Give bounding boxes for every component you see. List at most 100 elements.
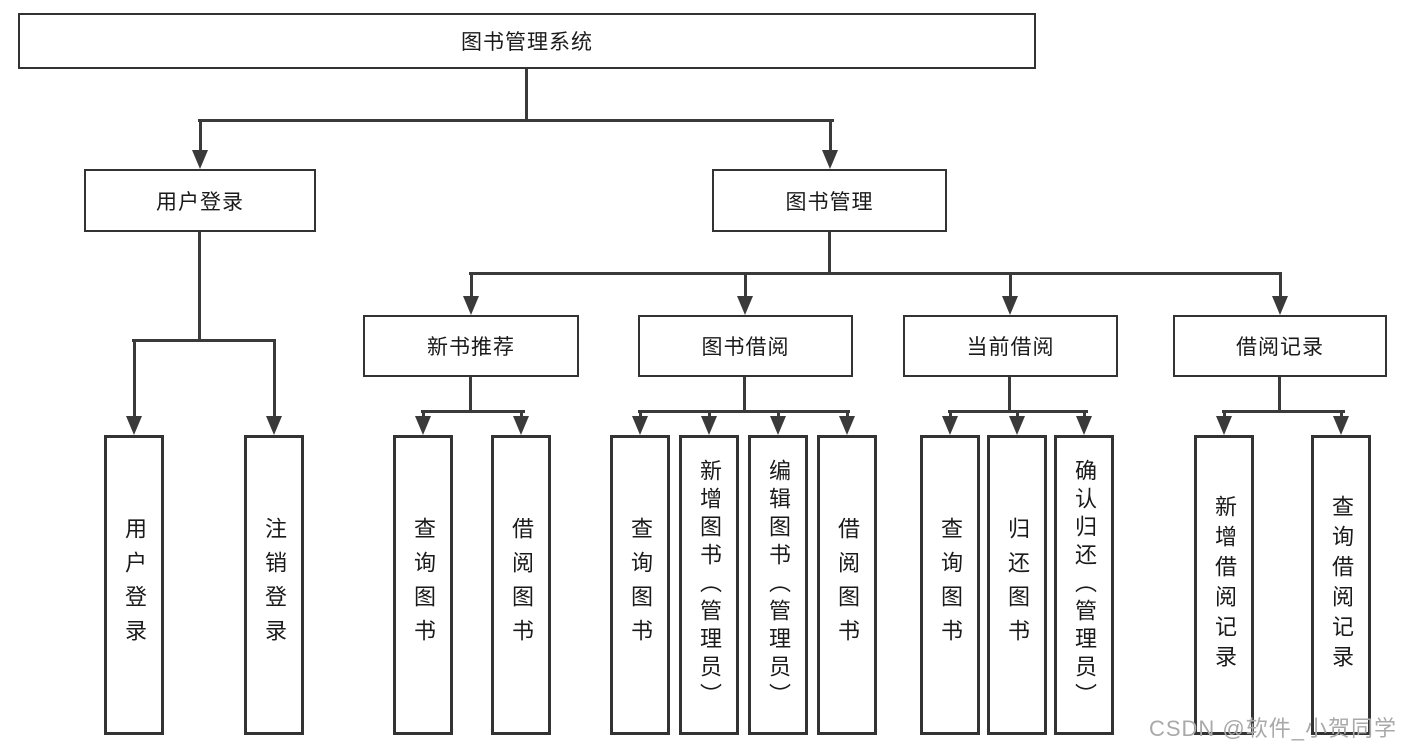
node-user-login: 用户登录	[84, 169, 316, 232]
connector-book-management-trunk	[828, 232, 831, 275]
arrow-down-icon	[1333, 410, 1349, 435]
arrow-stem	[519, 410, 523, 418]
arrow-down-icon	[737, 272, 753, 315]
connector-book-borrowing-splitter	[638, 410, 850, 413]
arrow-down-icon	[822, 119, 838, 169]
arrow-head	[1272, 296, 1288, 315]
node-label: 归还图书	[1005, 517, 1030, 653]
arrow-down-icon	[266, 339, 282, 435]
node-label: 用户登录	[122, 517, 147, 653]
arrow-stem	[1278, 272, 1282, 298]
arrow-down-icon	[942, 410, 958, 435]
arrow-head	[463, 296, 479, 315]
node-label: 确认归还（管理员）	[1072, 459, 1097, 711]
node-leaf-query-books-newbooks: 查询图书	[393, 435, 453, 735]
node-label: 借阅图书	[835, 517, 860, 653]
node-label: 编辑图书（管理员）	[766, 459, 791, 711]
connector-book-management-splitter	[469, 272, 1282, 275]
node-label: 新增借阅记录	[1212, 495, 1237, 675]
connector-root-trunk	[525, 69, 528, 122]
node-leaf-logout: 注销登录	[244, 435, 304, 735]
node-leaf-query-books-borrowing: 查询图书	[610, 435, 670, 735]
connector-borrowing-records-trunk	[1278, 377, 1281, 413]
arrow-head	[1009, 416, 1025, 435]
node-label: 当前借阅	[966, 336, 1055, 359]
node-label: 图书管理	[785, 190, 874, 214]
arrow-head	[266, 416, 282, 435]
node-library-management-system: 图书管理系统	[18, 13, 1036, 69]
arrow-head	[1216, 416, 1232, 435]
csdn-watermark: CSDN @软件_小贺同学	[1148, 716, 1397, 741]
arrow-head	[192, 150, 208, 169]
node-label: 注销登录	[262, 517, 287, 653]
arrow-stem	[469, 272, 473, 298]
node-leaf-add-books-admin: 新增图书（管理员）	[679, 435, 739, 735]
arrow-head	[737, 296, 753, 315]
arrow-down-icon	[126, 339, 142, 435]
arrow-down-icon	[513, 410, 529, 435]
arrow-down-icon	[1216, 410, 1232, 435]
arrow-stem	[198, 119, 202, 152]
arrow-stem	[828, 119, 832, 152]
node-label: 借阅记录	[1236, 336, 1324, 359]
connector-current-borrowing-trunk	[1008, 377, 1011, 413]
node-leaf-add-borrowing-record: 新增借阅记录	[1194, 435, 1254, 735]
arrow-down-icon	[839, 410, 855, 435]
arrow-down-icon	[1009, 410, 1025, 435]
arrow-head	[1333, 416, 1349, 435]
node-current-borrowing: 当前借阅	[903, 315, 1118, 377]
node-book-management: 图书管理	[712, 169, 947, 232]
arrow-head	[701, 416, 717, 435]
node-leaf-query-books-current: 查询图书	[920, 435, 980, 735]
node-leaf-query-borrowing-record: 查询借阅记录	[1311, 435, 1371, 735]
arrow-stem	[948, 410, 952, 418]
connector-user-login-trunk	[198, 232, 201, 342]
arrow-stem	[845, 410, 849, 418]
arrow-stem	[743, 272, 747, 298]
connector-borrowing-records-splitter	[1222, 410, 1345, 413]
node-leaf-confirm-return-admin: 确认归还（管理员）	[1054, 435, 1114, 735]
node-label: 图书管理系统	[461, 31, 593, 54]
arrow-head	[126, 416, 142, 435]
arrow-head	[839, 416, 855, 435]
node-leaf-borrow-books-borrowing: 借阅图书	[817, 435, 877, 735]
arrow-down-icon	[1076, 410, 1092, 435]
node-leaf-user-login: 用户登录	[104, 435, 164, 735]
arrow-down-icon	[415, 410, 431, 435]
arrow-down-icon	[1002, 272, 1018, 315]
arrow-down-icon	[770, 410, 786, 435]
arrow-head	[770, 416, 786, 435]
arrow-stem	[1015, 410, 1019, 418]
arrow-down-icon	[192, 119, 208, 169]
node-borrowing-records: 借阅记录	[1173, 315, 1387, 377]
arrow-stem	[776, 410, 780, 418]
arrow-stem	[1222, 410, 1226, 418]
arrow-stem	[1339, 410, 1343, 418]
node-label: 新书推荐	[427, 336, 515, 359]
node-leaf-borrow-books-newbooks: 借阅图书	[491, 435, 551, 735]
connector-root-splitter	[198, 119, 834, 122]
connector-user-login-splitter	[132, 339, 276, 342]
arrow-stem	[272, 339, 276, 418]
arrow-head	[822, 150, 838, 169]
node-label: 图书借阅	[701, 336, 790, 359]
arrow-down-icon	[463, 272, 479, 315]
connector-new-books-trunk	[469, 377, 472, 413]
arrow-head	[1002, 296, 1018, 315]
arrow-stem	[1008, 272, 1012, 298]
node-label: 查询图书	[938, 517, 963, 653]
node-leaf-edit-books-admin: 编辑图书（管理员）	[748, 435, 808, 735]
connector-book-borrowing-trunk	[743, 377, 746, 413]
arrow-head	[632, 416, 648, 435]
arrow-head	[415, 416, 431, 435]
node-label: 查询图书	[411, 517, 436, 653]
node-label: 借阅图书	[509, 517, 534, 653]
arrow-stem	[421, 410, 425, 418]
node-label: 用户登录	[156, 190, 244, 214]
node-new-book-recommendation: 新书推荐	[363, 315, 579, 377]
arrow-head	[942, 416, 958, 435]
node-label: 查询图书	[628, 517, 653, 653]
arrow-stem	[132, 339, 136, 418]
node-book-borrowing: 图书借阅	[638, 315, 853, 377]
